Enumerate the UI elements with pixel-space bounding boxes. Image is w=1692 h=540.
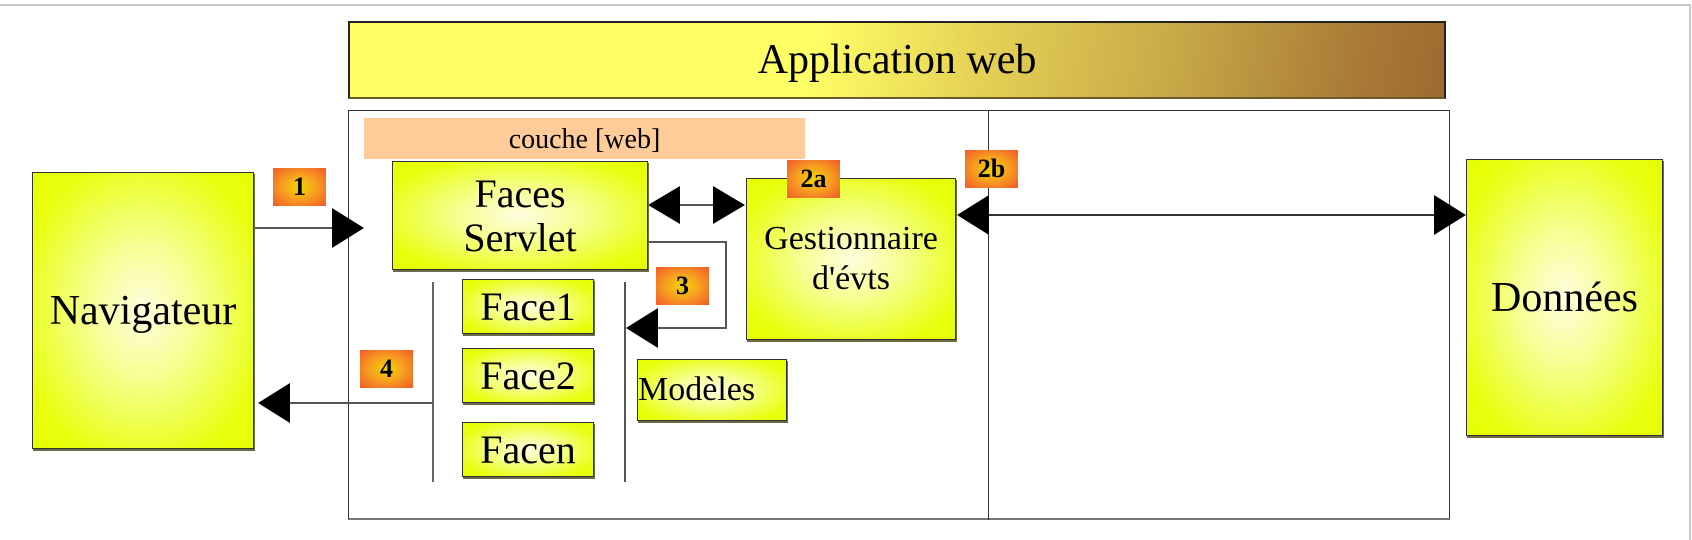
face2-label: Face2 bbox=[480, 353, 576, 398]
arrow-2b-head-left bbox=[957, 195, 989, 235]
application-web-label: Application web bbox=[757, 37, 1037, 83]
layer-divider bbox=[988, 110, 989, 520]
face2-node: Face2 bbox=[462, 348, 594, 403]
application-container bbox=[348, 110, 1450, 520]
modeles-node: Modèles bbox=[637, 359, 787, 421]
faces-servlet-node: Faces Servlet bbox=[392, 161, 648, 270]
arrow-3-head bbox=[626, 308, 658, 348]
step-4-label: 4 bbox=[380, 354, 393, 383]
arrow-3-line bbox=[648, 241, 727, 329]
step-2b-label: 2b bbox=[977, 154, 1006, 183]
step-badge-1: 1 bbox=[273, 168, 326, 206]
donnees-node: Données bbox=[1466, 159, 1663, 436]
arrow-2b-head-right bbox=[1434, 195, 1466, 235]
facen-node: Facen bbox=[462, 422, 594, 477]
faces-servlet-label-line2: Servlet bbox=[463, 214, 577, 260]
gestionnaire-label-line1: Gestionnaire bbox=[764, 220, 938, 257]
arrow-2a-head-right bbox=[713, 186, 745, 224]
application-web-title: Application web bbox=[348, 21, 1446, 99]
step-3-label: 3 bbox=[676, 271, 689, 300]
frame-top-border bbox=[0, 4, 1690, 6]
donnees-label: Données bbox=[1491, 274, 1638, 321]
modeles-label: Modèles bbox=[638, 371, 756, 408]
navigateur-label: Navigateur bbox=[49, 287, 237, 334]
web-layer-text: couche [web] bbox=[508, 123, 661, 155]
face1-label: Face1 bbox=[480, 284, 576, 329]
face1-node: Face1 bbox=[462, 279, 594, 334]
step-2a-label: 2a bbox=[800, 164, 827, 193]
web-layer-label: couche [web] bbox=[364, 118, 805, 159]
step-1-label: 1 bbox=[293, 172, 306, 201]
navigateur-node: Navigateur bbox=[32, 172, 254, 449]
faces-servlet-label-line1: Faces bbox=[474, 170, 566, 216]
step-badge-2a: 2a bbox=[787, 160, 840, 198]
arrow-2a-head-left bbox=[648, 186, 680, 224]
gestionnaire-label-line2: d'évts bbox=[812, 260, 890, 297]
gestionnaire-evts-node: Gestionnaire d'évts bbox=[746, 178, 956, 340]
arrow-1-head bbox=[332, 208, 364, 248]
step-badge-4: 4 bbox=[360, 350, 413, 388]
step-badge-3: 3 bbox=[656, 267, 709, 305]
frame-right-border bbox=[1689, 4, 1691, 540]
arrow-4-head bbox=[258, 383, 290, 423]
step-badge-2b: 2b bbox=[965, 150, 1018, 188]
facen-label: Facen bbox=[480, 427, 576, 472]
